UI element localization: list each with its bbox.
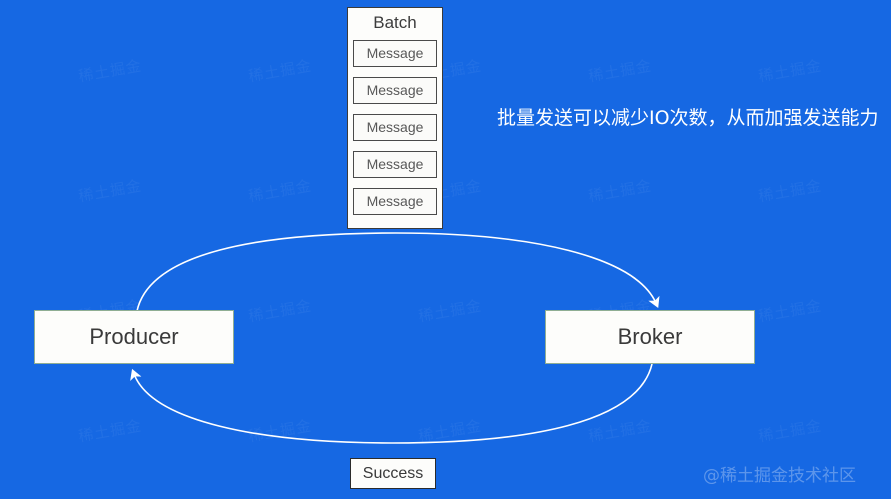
message-box: Message xyxy=(353,40,437,67)
background-watermark: 稀土掘金 xyxy=(247,416,314,446)
success-label: Success xyxy=(362,464,424,482)
background-watermark: 稀土掘金 xyxy=(587,176,654,206)
batch-title: Batch xyxy=(373,13,417,32)
background-watermark: 稀土掘金 xyxy=(757,296,824,326)
message-box: Message xyxy=(353,188,437,215)
background-watermark: 稀土掘金 xyxy=(757,416,824,446)
message-box: Message xyxy=(353,114,437,141)
success-node: Success xyxy=(350,458,436,489)
background-watermark: 稀土掘金 xyxy=(417,416,484,446)
corner-watermark: @稀土掘金技术社区 xyxy=(703,466,856,486)
background-watermark: 稀土掘金 xyxy=(587,56,654,86)
background-watermark: 稀土掘金 xyxy=(757,56,824,86)
background-watermark: 稀土掘金 xyxy=(247,176,314,206)
background-watermark: 稀土掘金 xyxy=(247,56,314,86)
broker-label: Broker xyxy=(617,324,683,349)
broker-node: Broker xyxy=(545,310,755,364)
annotation-text: 批量发送可以减少IO次数，从而加强发送能力 xyxy=(497,107,879,129)
background-watermark: 稀土掘金 xyxy=(77,56,144,86)
background-watermark: 稀土掘金 xyxy=(77,176,144,206)
arrow-producer-to-broker xyxy=(136,232,660,312)
batch-container: Batch Message Message Message Message Me… xyxy=(347,7,443,229)
producer-node: Producer xyxy=(34,310,234,364)
background-watermark: 稀土掘金 xyxy=(247,296,314,326)
background-watermark: 稀土掘金 xyxy=(757,176,824,206)
arrow-broker-to-producer xyxy=(130,363,653,444)
producer-label: Producer xyxy=(89,324,179,349)
message-box: Message xyxy=(353,151,437,178)
background-watermark: 稀土掘金 xyxy=(587,416,654,446)
background-watermark: 稀土掘金 xyxy=(417,296,484,326)
background-watermark: 稀土掘金 xyxy=(77,416,144,446)
message-box: Message xyxy=(353,77,437,104)
